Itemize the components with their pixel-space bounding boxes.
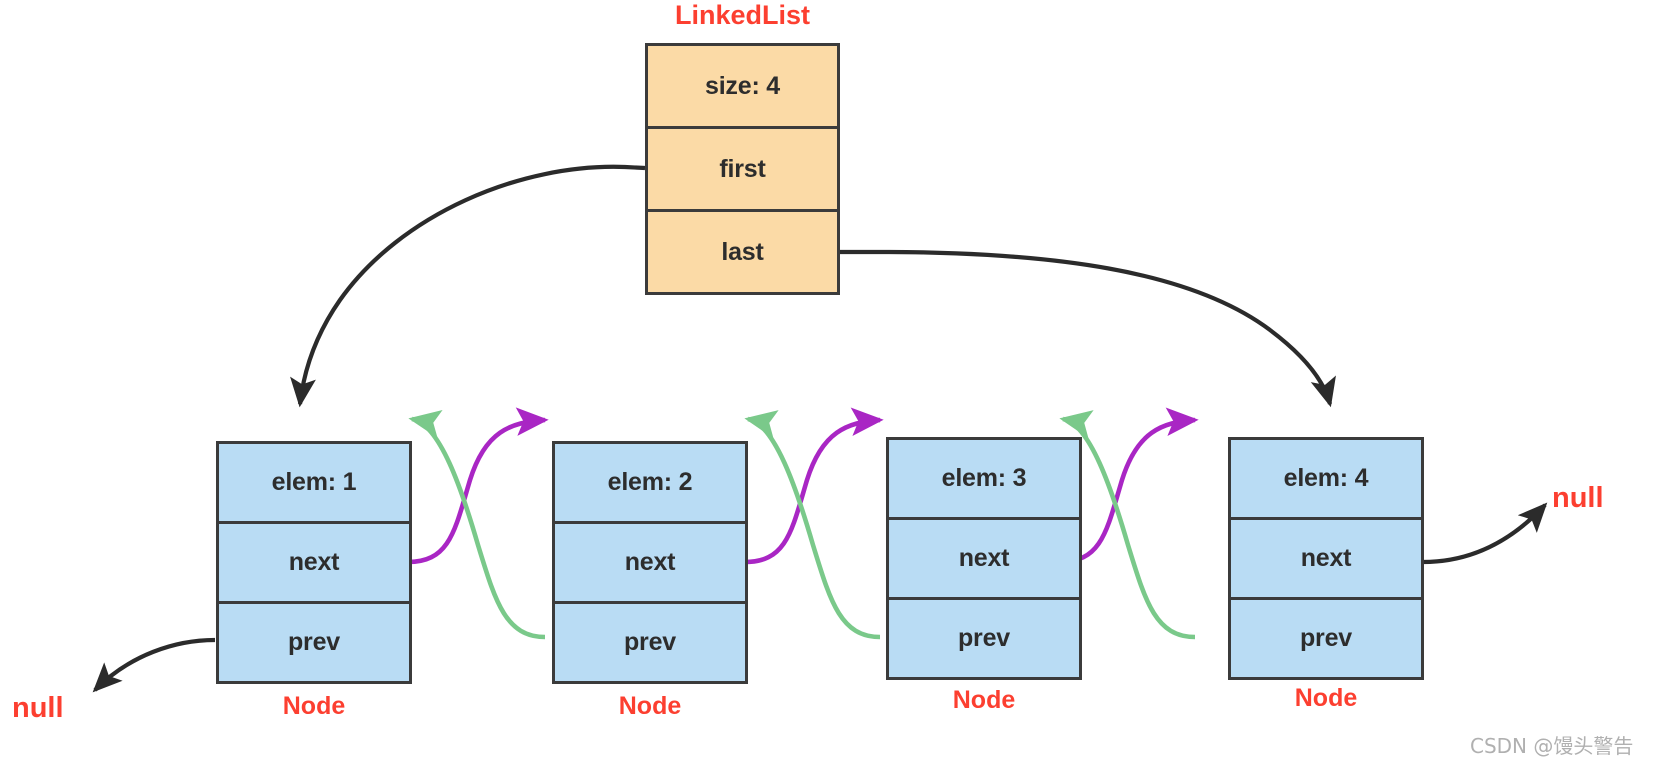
prev-field: prev (889, 597, 1079, 677)
node-caption-4: Node (1294, 684, 1358, 712)
elem-field: elem: 2 (555, 444, 745, 521)
node-box-4: elem: 4 next prev (1228, 437, 1424, 680)
next-field: next (555, 521, 745, 601)
node-caption-1: Node (282, 692, 346, 720)
head-prev-null-label: null (12, 692, 64, 724)
next-arrow-2-to-3 (744, 407, 884, 565)
csdn-watermark: CSDN @馒头警告 (1470, 734, 1634, 758)
size-field: size: 4 (648, 46, 837, 126)
last-field: last (648, 209, 837, 292)
node-box-1: elem: 1 next prev (216, 441, 412, 684)
node-box-3: elem: 3 next prev (886, 437, 1082, 680)
tail-next-null-arrow (1422, 502, 1548, 565)
node-box-2: elem: 2 next prev (552, 441, 748, 684)
first-field: first (648, 126, 837, 209)
node-caption-3: Node (952, 686, 1016, 714)
next-field: next (889, 517, 1079, 597)
prev-arrow-4-to-3 (1059, 410, 1196, 640)
head-prev-null-arrow (92, 637, 216, 693)
elem-field: elem: 1 (219, 444, 409, 521)
prev-field: prev (219, 601, 409, 681)
next-field: next (1231, 517, 1421, 597)
next-field: next (219, 521, 409, 601)
prev-field: prev (555, 601, 745, 681)
next-arrow-1-to-2 (407, 407, 549, 565)
last-pointer-arrow (840, 249, 1336, 408)
tail-next-null-label: null (1552, 482, 1604, 514)
prev-arrow-3-to-2 (744, 410, 881, 640)
prev-arrow-2-to-1 (408, 410, 546, 640)
elem-field: elem: 3 (889, 440, 1079, 517)
first-pointer-arrow (290, 164, 646, 408)
prev-field: prev (1231, 597, 1421, 677)
elem-field: elem: 4 (1231, 440, 1421, 517)
linkedlist-box: size: 4 first last (645, 43, 840, 295)
linkedlist-title: LinkedList (674, 0, 810, 30)
node-caption-2: Node (618, 692, 682, 720)
